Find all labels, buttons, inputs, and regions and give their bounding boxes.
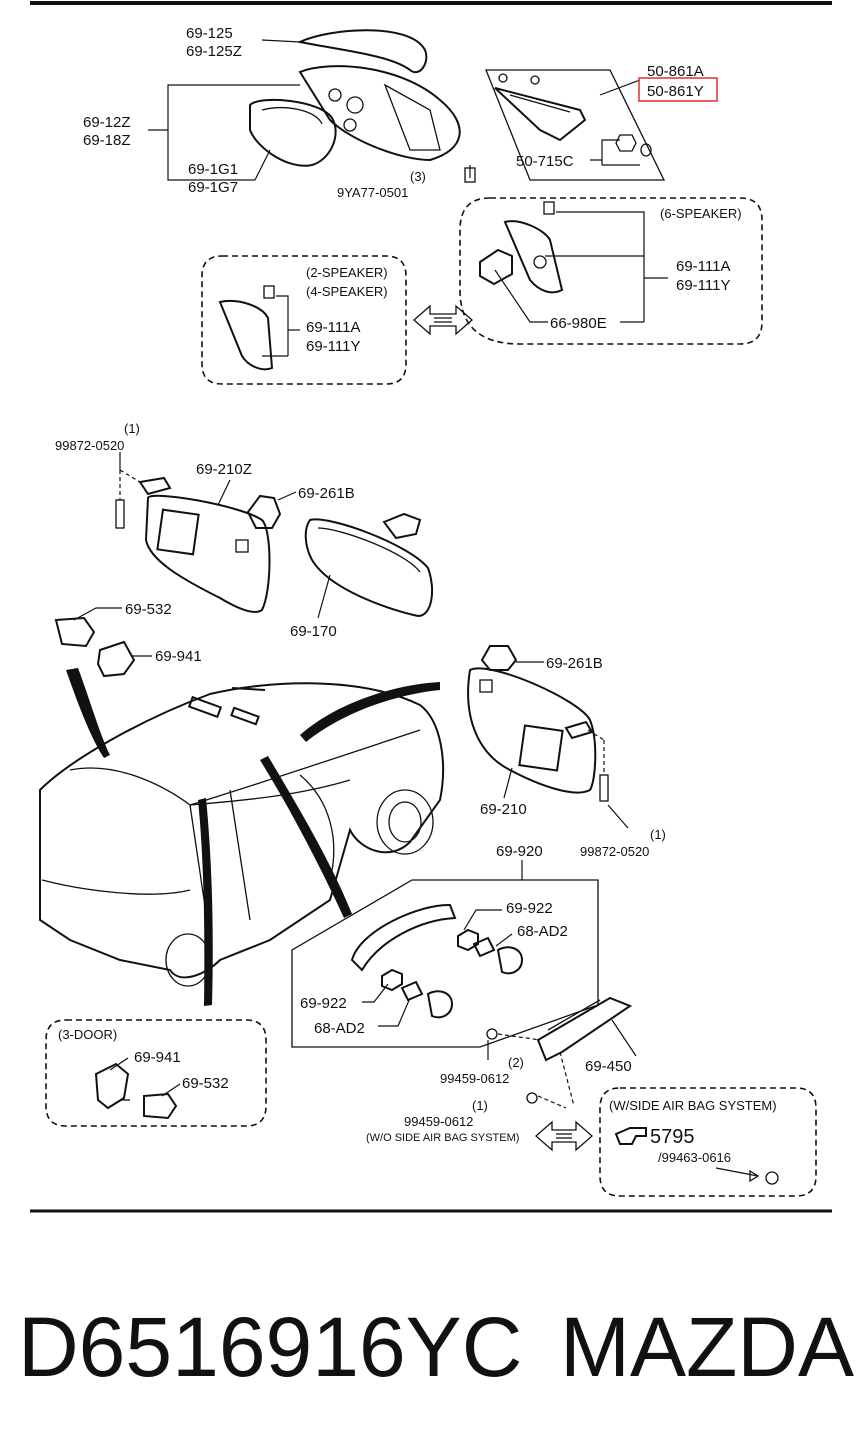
- label-99463-0616: /99463-0616: [658, 1150, 731, 1165]
- label-69-532-b: 69-532: [182, 1075, 229, 1092]
- garnish-shape: [494, 87, 587, 142]
- label-69-922-b: 69-922: [300, 995, 347, 1012]
- label-69-1g1: 69-1G1: [188, 161, 238, 178]
- alternate-arrow-top: [413, 304, 473, 336]
- label-qty-1-c: (1): [472, 1098, 488, 1113]
- speaker-shape: [479, 248, 513, 286]
- footer-brand: MAZDA: [560, 1300, 854, 1394]
- two-four-speaker-group: (2-SPEAKER) (4-SPEAKER) 69-111A 69-111Y: [201, 255, 407, 385]
- sun-visor-left-group: (1) 99872-0520 69-210Z 69-261B: [55, 421, 355, 613]
- car-outline: [39, 682, 445, 979]
- diagram-canvas: 69-125 69-125Z 69-12Z 69-18Z 69-1G1 69-1…: [30, 1, 832, 1213]
- side-airbag-box: [599, 1087, 817, 1197]
- label-qty-3: (3): [410, 169, 426, 184]
- label-50-861a: 50-861A: [647, 63, 704, 80]
- label-six-speaker: (6-SPEAKER): [660, 206, 742, 221]
- small-garnish-shape: [218, 300, 274, 371]
- label-99872-0520-a: 99872-0520: [55, 438, 124, 453]
- label-69-111y-top: 69-111Y: [676, 277, 731, 294]
- pointer-visor: [300, 682, 440, 742]
- three-door-group: (3-DOOR) 69-941 69-532: [45, 1019, 267, 1127]
- label-69-111y: 69-111Y: [306, 338, 361, 355]
- label-69-941-a: 69-941: [155, 648, 202, 665]
- label-w-side-airbag: (W/SIDE AIR BAG SYSTEM): [609, 1098, 777, 1113]
- mirror-cover-shape: [296, 29, 428, 73]
- label-69-532-a: 69-532: [125, 601, 172, 618]
- six-speaker-box: [459, 197, 763, 345]
- label-99872-0520-b: 99872-0520: [580, 844, 649, 859]
- highlight-box: [638, 77, 718, 102]
- label-three-door: (3-DOOR): [58, 1027, 117, 1042]
- label-69-111a-top: 69-111A: [676, 258, 731, 275]
- mirror-housing-shape: [298, 65, 461, 162]
- label-69-125: 69-125: [186, 25, 233, 42]
- label-qty-1-b: (1): [650, 827, 666, 842]
- label-69-922-a: 69-922: [506, 900, 553, 917]
- label-69-111a: 69-111A: [306, 319, 361, 336]
- label-68-ad2-a: 68-AD2: [517, 923, 568, 940]
- reference-hand-icon: [614, 1127, 647, 1145]
- label-69-170: 69-170: [290, 623, 337, 640]
- six-speaker-group: (6-SPEAKER) 69-111A 69-111Y 66-980E: [459, 197, 763, 345]
- pointer-center: [198, 798, 213, 1006]
- label-68-ad2-b: 68-AD2: [314, 1020, 365, 1037]
- sun-visor-right-group: 69-261B 69-210 (1) 99872-0520: [467, 645, 666, 859]
- visor-right-shape: [467, 667, 597, 794]
- three-door-box: [45, 1019, 267, 1127]
- alternate-arrow-bottom: [535, 1120, 593, 1152]
- map-lamp-left-group: 69-532 69-941: [54, 601, 202, 678]
- label-qty-1-a: (1): [124, 421, 140, 436]
- grip-shape: [350, 903, 457, 972]
- side-airbag-group: (W/SIDE AIR BAG SYSTEM) 5795 /99463-0616: [599, 1087, 817, 1197]
- label-qty-2: (2): [508, 1055, 524, 1070]
- label-66-980e: 66-980E: [550, 315, 607, 332]
- label-four-speaker: (4-SPEAKER): [306, 284, 388, 299]
- label-69-450: 69-450: [585, 1058, 632, 1075]
- label-two-speaker: (2-SPEAKER): [306, 265, 388, 280]
- label-69-941-b: 69-941: [134, 1049, 181, 1066]
- assist-grip-box: [291, 879, 599, 1048]
- lamp-shape: [54, 616, 96, 648]
- bracket-group: (2) 99459-0612 69-450 (1) 99459-0612 (W/…: [366, 996, 637, 1144]
- two-four-speaker-box: [201, 255, 407, 385]
- hook-shape: [96, 640, 136, 678]
- label-wo-side-airbag: (W/O SIDE AIR BAG SYSTEM): [366, 1132, 519, 1144]
- car-body-group: [39, 668, 445, 1006]
- visor-left-shape: [144, 494, 271, 613]
- pointer-left: [66, 668, 110, 758]
- label-99459-0612-a: 99459-0612: [440, 1071, 509, 1086]
- rear-mirror-shape: [304, 518, 434, 618]
- label-69-12z: 69-12Z: [83, 114, 131, 131]
- label-50-861y: 50-861Y: [647, 83, 704, 100]
- footer-part-code: D6516916YC: [18, 1300, 523, 1394]
- mirror-garnish-group: 50-861A 50-861Y 50-715C: [485, 63, 718, 181]
- assist-grip-group: 69-920 69-922 68-AD2 69-922 68-AD2: [291, 843, 599, 1048]
- label-69-210z: 69-210Z: [196, 461, 252, 478]
- label-69-261b-a: 69-261B: [298, 485, 355, 502]
- label-9ya77-0501: 9YA77-0501: [337, 185, 408, 200]
- bracket-shape: [536, 996, 633, 1062]
- garnish-box: [485, 69, 666, 181]
- door-mirror-group: 69-125 69-125Z 69-12Z 69-18Z 69-1G1 69-1…: [83, 25, 476, 200]
- label-99459-0612-b: 99459-0612: [404, 1114, 473, 1129]
- label-5795: 5795: [650, 1126, 695, 1148]
- label-69-1g7: 69-1G7: [188, 179, 238, 196]
- label-50-715c: 50-715C: [516, 153, 574, 170]
- label-69-18z: 69-18Z: [83, 132, 131, 149]
- label-69-261b-b: 69-261B: [546, 655, 603, 672]
- label-69-125z: 69-125Z: [186, 43, 242, 60]
- rear-view-mirror-group: 69-170: [290, 512, 434, 640]
- tweeter-garnish-shape: [503, 220, 564, 294]
- label-69-920: 69-920: [496, 843, 543, 860]
- label-69-210: 69-210: [480, 801, 527, 818]
- pointer-right: [260, 756, 352, 918]
- visor-holder-shape: [246, 494, 282, 529]
